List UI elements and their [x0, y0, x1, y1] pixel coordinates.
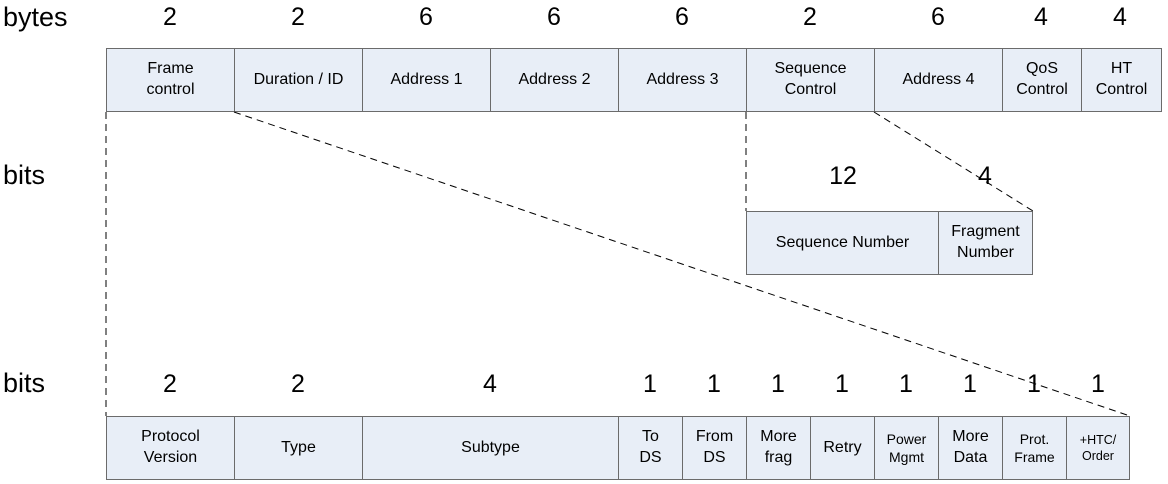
bit-count: 1 — [707, 370, 721, 398]
field-retry: Retry — [810, 416, 875, 480]
field-sequence-control: Sequence Control — [746, 48, 875, 112]
field-htc-order: +HTC/ Order — [1066, 416, 1130, 480]
mac-frame-fields: Frame control Duration / ID Address 1 Ad… — [106, 48, 1162, 112]
field-more-data: More Data — [938, 416, 1003, 480]
bit-count: 1 — [835, 370, 849, 398]
field-from-ds: From DS — [682, 416, 747, 480]
field-address-2: Address 2 — [490, 48, 619, 112]
field-sequence-number: Sequence Number — [746, 211, 939, 275]
field-address-4: Address 4 — [874, 48, 1003, 112]
byte-count: 4 — [1113, 3, 1127, 31]
bit-count: 2 — [291, 370, 305, 398]
field-address-3: Address 3 — [618, 48, 747, 112]
bit-count: 4 — [978, 162, 992, 190]
bits-row-label-sequence: bits — [3, 160, 46, 190]
byte-count: 4 — [1034, 3, 1048, 31]
field-frame-control: Frame control — [106, 48, 235, 112]
byte-count: 6 — [547, 3, 561, 31]
byte-count: 6 — [419, 3, 433, 31]
byte-count: 6 — [931, 3, 945, 31]
bit-count: 1 — [771, 370, 785, 398]
bit-count: 1 — [1027, 370, 1041, 398]
bit-count: 1 — [963, 370, 977, 398]
bit-count: 1 — [1091, 370, 1105, 398]
bit-count: 12 — [829, 162, 857, 190]
byte-count: 2 — [163, 3, 177, 31]
bit-count: 1 — [899, 370, 913, 398]
field-protocol-version: Protocol Version — [106, 416, 235, 480]
field-qos-control: QoS Control — [1002, 48, 1082, 112]
bits-row-label-frame-control: bits — [3, 368, 46, 398]
bit-count: 4 — [483, 370, 497, 398]
field-to-ds: To DS — [618, 416, 683, 480]
byte-count: 2 — [803, 3, 817, 31]
field-ht-control: HT Control — [1081, 48, 1162, 112]
sequence-control-fields: Sequence Number Fragment Number — [746, 211, 1033, 275]
field-duration-id: Duration / ID — [234, 48, 363, 112]
bit-count: 1 — [643, 370, 657, 398]
field-power-mgmt: Power Mgmt — [874, 416, 939, 480]
byte-count: 2 — [291, 3, 305, 31]
field-type: Type — [234, 416, 363, 480]
byte-count: 6 — [675, 3, 689, 31]
field-prot-frame: Prot. Frame — [1002, 416, 1067, 480]
frame-control-fields: Protocol Version Type Subtype To DS From… — [106, 416, 1130, 480]
field-subtype: Subtype — [362, 416, 619, 480]
bytes-row-label: bytes — [3, 2, 68, 32]
bit-count: 2 — [163, 370, 177, 398]
field-fragment-number: Fragment Number — [938, 211, 1033, 275]
sequence-control-expand-right-line — [873, 111, 1034, 212]
field-more-frag: More frag — [746, 416, 811, 480]
field-address-1: Address 1 — [362, 48, 491, 112]
